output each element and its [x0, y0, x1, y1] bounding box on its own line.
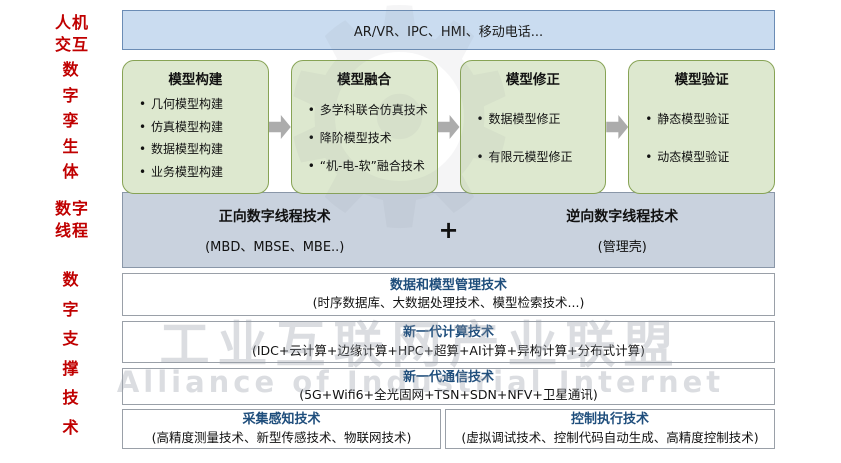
arrow-right-icon: [268, 115, 291, 139]
model-bullet-item: 动态模型验证: [645, 150, 768, 165]
support-bar-sub: (时序数据库、大数据处理技术、模型检索技术...): [312, 295, 585, 311]
support-bar-title: 数据和模型管理技术: [389, 277, 507, 293]
side-label-digital-support-tech: 数字支撑技术: [62, 270, 80, 437]
forward-thread-sub: (MBD、MBSE、MBE..): [205, 239, 345, 255]
model-bullet-item: 仿真模型构建: [139, 120, 262, 135]
digital-thread-bar: 正向数字线程技术 (MBD、MBSE、MBE..) + 逆向数字线程技术 (管理…: [122, 192, 775, 268]
model-bullet-item: 静态模型验证: [645, 112, 768, 127]
bottom-bar-title: 控制执行技术: [570, 412, 649, 428]
model-box-validation: 模型验证 静态模型验证 动态模型验证: [628, 60, 775, 194]
plus-sign: +: [438, 216, 459, 244]
support-bar-data-model-management: 数据和模型管理技术 (时序数据库、大数据处理技术、模型检索技术...): [122, 273, 775, 316]
interaction-bar-label: AR/VR、IPC、HMI、移动电话...: [353, 24, 544, 40]
support-bar-title: 新一代通信技术: [402, 369, 494, 385]
model-box-title: 模型修正: [505, 72, 560, 88]
arrow-right-icon: [437, 115, 460, 139]
reverse-thread-section: 逆向数字线程技术 (管理壳): [471, 193, 775, 267]
model-box-items: 几何模型构建 仿真模型构建 数据模型构建 业务模型构建: [129, 88, 262, 187]
model-bullet-item: 业务模型构建: [139, 165, 262, 180]
model-bullet-item: 几何模型构建: [139, 97, 262, 112]
forward-thread-title: 正向数字线程技术: [218, 208, 331, 225]
model-bullet-item: 数据模型构建: [139, 142, 262, 157]
reverse-thread-title: 逆向数字线程技术: [566, 208, 679, 225]
support-bar-sub: (5G+Wifi6+全光固网+TSN+SDN+NFV+卫星通讯): [299, 387, 598, 403]
side-label-digital-twin-body: 数字孪生体: [62, 60, 80, 182]
support-bar-communication: 新一代通信技术 (5G+Wifi6+全光固网+TSN+SDN+NFV+卫星通讯): [122, 368, 775, 405]
side-label-digital-thread: 数字线程: [54, 199, 89, 240]
support-bar-title: 新一代计算技术: [402, 325, 494, 341]
support-bar-computing: 新一代计算技术 (IDC+云计算+边缘计算+HPC+超算+AI计算+异构计算+分…: [122, 321, 775, 363]
side-label-human-machine-interaction: 人机交互: [54, 13, 89, 54]
model-box-title: 模型验证: [674, 72, 729, 88]
arrow-right-icon: [606, 115, 629, 139]
bottom-bar-sensing: 采集感知技术 (高精度测量技术、新型传感技术、物联网技术): [122, 409, 441, 449]
bottom-bar-title: 采集感知技术: [242, 412, 321, 428]
model-box-items: 静态模型验证 动态模型验证: [635, 88, 768, 187]
reverse-thread-sub: (管理壳): [597, 239, 647, 255]
bottom-bar-sub: (虚拟调试技术、控制代码自动生成、高精度控制技术): [461, 429, 759, 445]
model-box-construction: 模型构建 几何模型构建 仿真模型构建 数据模型构建 业务模型构建: [122, 60, 269, 194]
model-box-items: 数据模型修正 有限元模型修正: [467, 88, 600, 187]
bottom-bar-control-execution: 控制执行技术 (虚拟调试技术、控制代码自动生成、高精度控制技术): [445, 409, 775, 449]
model-bullet-item: 多学科联合仿真技术: [308, 103, 431, 118]
forward-thread-section: 正向数字线程技术 (MBD、MBSE、MBE..): [123, 193, 427, 267]
model-box-correction: 模型修正 数据模型修正 有限元模型修正: [459, 60, 607, 194]
bottom-bar-sub: (高精度测量技术、新型传感技术、物联网技术): [151, 429, 412, 445]
model-flow-row: 模型构建 几何模型构建 仿真模型构建 数据模型构建 业务模型构建 模型融合 多学…: [122, 60, 775, 194]
support-bar-sub: (IDC+云计算+边缘计算+HPC+超算+AI计算+异构计算+分布式计算): [251, 342, 645, 358]
model-box-title: 模型融合: [337, 72, 392, 88]
model-bullet-item: 降阶模型技术: [308, 131, 431, 146]
model-bullet-item: 有限元模型修正: [477, 150, 600, 165]
model-bullet-item: 数据模型修正: [477, 112, 600, 127]
model-bullet-item: “机-电-软”融合技术: [308, 159, 431, 174]
model-box-items: 多学科联合仿真技术 降阶模型技术 “机-电-软”融合技术: [298, 88, 431, 187]
human-machine-interaction-bar: AR/VR、IPC、HMI、移动电话...: [122, 10, 775, 50]
model-box-title: 模型构建: [168, 72, 223, 88]
model-box-fusion: 模型融合 多学科联合仿真技术 降阶模型技术 “机-电-软”融合技术: [290, 60, 438, 194]
